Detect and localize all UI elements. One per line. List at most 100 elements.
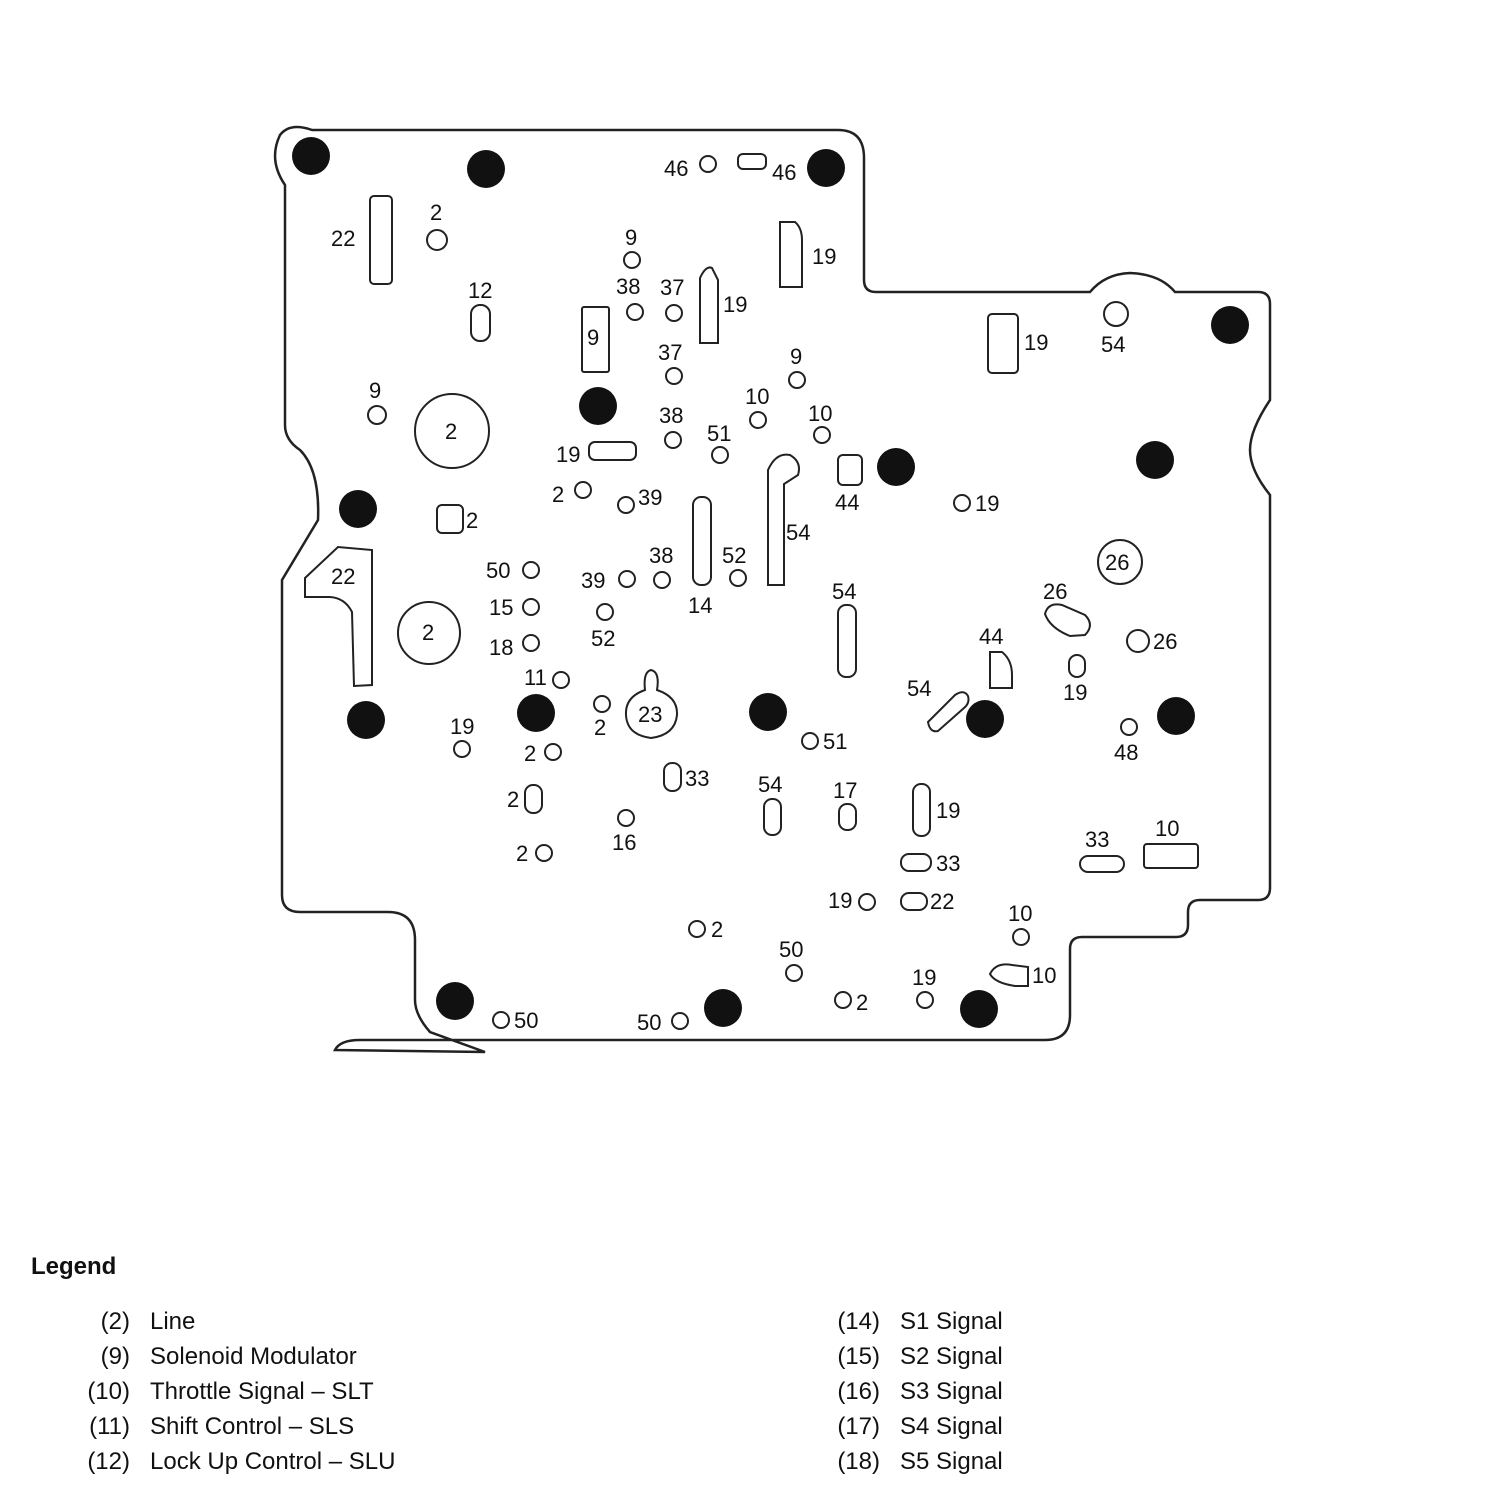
port-label: 2 [856, 990, 868, 1015]
port-label: 9 [790, 344, 802, 369]
port-slot [900, 853, 932, 872]
port-slot [692, 496, 712, 586]
port-slot [470, 304, 491, 342]
legend-left-column: (2) Line (9) Solenoid Modulator (10) Thr… [60, 1304, 395, 1479]
port-label: 23 [638, 702, 662, 727]
port-label: 19 [975, 491, 999, 516]
bolt-hole [807, 149, 845, 187]
port-label: 46 [664, 156, 688, 181]
port-label: 19 [1024, 330, 1048, 355]
port-slot [369, 195, 393, 285]
bolt-hole [877, 448, 915, 486]
port-label: 52 [722, 543, 746, 568]
port-labels: 46 46 22 2 19 9 12 38 37 19 9 19 54 37 9… [331, 156, 1179, 1035]
port-label: 10 [808, 401, 832, 426]
port-label: 22 [331, 564, 355, 589]
port-slot [436, 504, 464, 534]
port [522, 634, 540, 652]
port [671, 1012, 689, 1030]
port [522, 598, 540, 616]
port-label: 37 [660, 275, 684, 300]
port [813, 426, 831, 444]
port-label: 33 [1085, 827, 1109, 852]
port-label: 2 [552, 482, 564, 507]
legend-code: (11) [89, 1412, 130, 1440]
legend-item: (2) Line [60, 1304, 395, 1339]
legend-code: (15) [837, 1342, 880, 1370]
port-label: 33 [685, 766, 709, 791]
port-label: 50 [637, 1010, 661, 1035]
port [574, 481, 592, 499]
port-label: 54 [786, 520, 810, 545]
port-slot [588, 441, 637, 461]
port-label: 38 [649, 543, 673, 568]
port [544, 743, 562, 761]
bolt-hole [517, 694, 555, 732]
legend-label: S5 Signal [900, 1447, 1003, 1475]
port [397, 601, 461, 665]
port-label: 39 [581, 568, 605, 593]
bolt-hole [436, 982, 474, 1020]
port-slot [837, 454, 863, 486]
port-slot [1143, 843, 1199, 869]
legend-label: S4 Signal [900, 1412, 1003, 1440]
port-label: 2 [422, 620, 434, 645]
legend-label: Line [150, 1307, 196, 1335]
port [665, 304, 683, 322]
port [665, 367, 683, 385]
port [688, 920, 706, 938]
port [858, 893, 876, 911]
port-label: 52 [591, 626, 615, 651]
bolt-hole [1136, 441, 1174, 479]
port-label: 44 [835, 490, 859, 515]
port-label: 2 [711, 917, 723, 942]
port-label: 26 [1153, 629, 1177, 654]
legend-item: (10) Throttle Signal – SLT [60, 1374, 395, 1409]
legend-code: (14) [837, 1307, 880, 1335]
bolt-hole [347, 701, 385, 739]
port [916, 991, 934, 1009]
valve-body-plate-diagram: 46 46 22 2 19 9 12 38 37 19 9 19 54 37 9… [273, 125, 1272, 1054]
port [953, 494, 971, 512]
port-slot [900, 892, 928, 911]
legend-label: S3 Signal [900, 1377, 1003, 1405]
port-label: 2 [430, 200, 442, 225]
port-label: 18 [489, 635, 513, 660]
port-label: 37 [658, 340, 682, 365]
port [624, 668, 679, 740]
port-label: 38 [616, 274, 640, 299]
port-label: 51 [707, 421, 731, 446]
port-slot [663, 762, 682, 792]
port-slot [1068, 654, 1086, 678]
port-label: 15 [489, 595, 513, 620]
port [617, 809, 635, 827]
port [801, 732, 819, 750]
port-slot [912, 783, 931, 837]
port-label: 19 [1063, 680, 1087, 705]
port-slot [581, 306, 610, 373]
port [522, 561, 540, 579]
port-label: 19 [450, 714, 474, 739]
port [623, 251, 641, 269]
port [617, 496, 635, 514]
port-label: 12 [468, 278, 492, 303]
port-label: 19 [936, 798, 960, 823]
legend-code: (17) [837, 1412, 880, 1440]
bolt-hole [339, 490, 377, 528]
port [1126, 629, 1150, 653]
legend-right-column: (14) S1 Signal (15) S2 Signal (16) S3 Si… [810, 1304, 1003, 1479]
port-label: 22 [930, 889, 954, 914]
port [1120, 718, 1138, 736]
port [1097, 539, 1143, 585]
legend-code: (12) [87, 1447, 130, 1475]
port [1103, 301, 1129, 327]
port [426, 229, 448, 251]
port-slot [304, 545, 373, 688]
port-slot [767, 453, 800, 586]
port-label: 9 [369, 378, 381, 403]
port-label: 26 [1043, 579, 1067, 604]
port-label: 9 [587, 325, 599, 350]
bolt-hole [1211, 306, 1249, 344]
plate-outline [273, 125, 1272, 1054]
port-slot [699, 266, 719, 344]
